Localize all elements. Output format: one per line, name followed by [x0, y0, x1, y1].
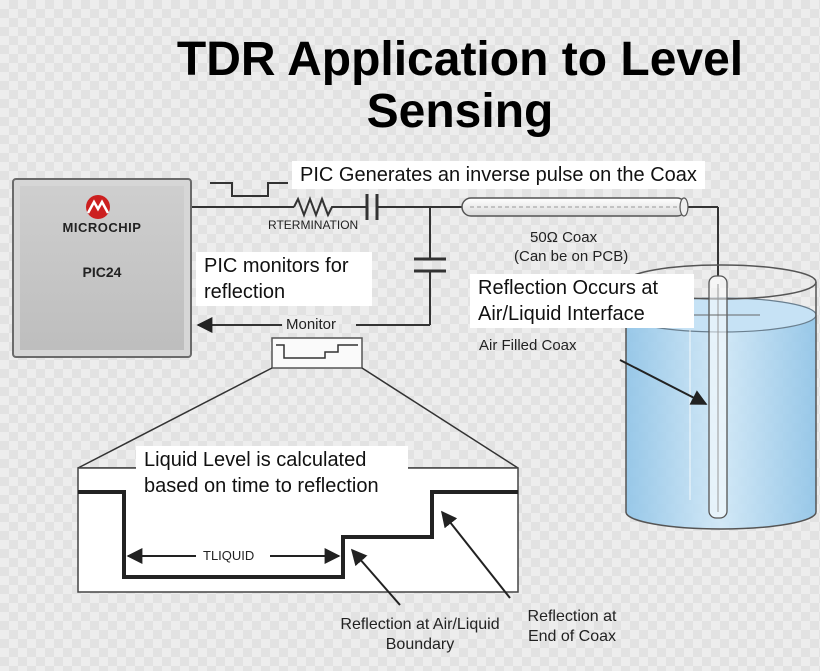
- callout-pic-monitors: PIC monitors for reflection: [196, 252, 372, 306]
- page-title: TDR Application to Level Sensing: [176, 33, 744, 138]
- termination-resistor: [293, 196, 336, 218]
- callout-pic-generates: PIC Generates an inverse pulse on the Co…: [292, 161, 705, 189]
- callout-reflection-occurs: Reflection Occurs at Air/Liquid Interfac…: [470, 274, 694, 328]
- callout-liquid-level: Liquid Level is calculated based on time…: [136, 446, 408, 500]
- reflection-boundary-arrow: [350, 548, 401, 606]
- coax-label: 50Ω Coax: [530, 229, 598, 246]
- monitor-waveform-thumbnail: [271, 337, 363, 369]
- pic24-chip: MICROCHIP PIC24: [12, 178, 192, 358]
- coax-note-label: (Can be on PCB): [514, 248, 629, 265]
- r-termination-label: RTERMINATION: [268, 218, 359, 232]
- reflection-boundary-label: Reflection at Air/Liquid Boundary: [340, 616, 500, 653]
- air-filled-coax-arrow: [619, 359, 708, 405]
- series-capacitor: [365, 194, 379, 220]
- microchip-logo-icon: [86, 195, 110, 219]
- air-filled-coax-label: Air Filled Coax: [479, 337, 577, 354]
- inverse-pulse-symbol: [210, 182, 288, 197]
- monitor-capacitor: [414, 257, 446, 273]
- reflection-end-label: Reflection at End of Coax: [527, 608, 617, 645]
- coax-probe: [708, 275, 728, 519]
- coax-cable: [461, 197, 689, 217]
- reflection-end-arrow: [441, 510, 511, 599]
- monitor-label: Monitor: [283, 316, 340, 333]
- chip-part-number: PIC24: [82, 264, 122, 280]
- chip-brand: MICROCHIP: [62, 220, 142, 235]
- t-liquid-label: TLIQUID: [203, 548, 255, 563]
